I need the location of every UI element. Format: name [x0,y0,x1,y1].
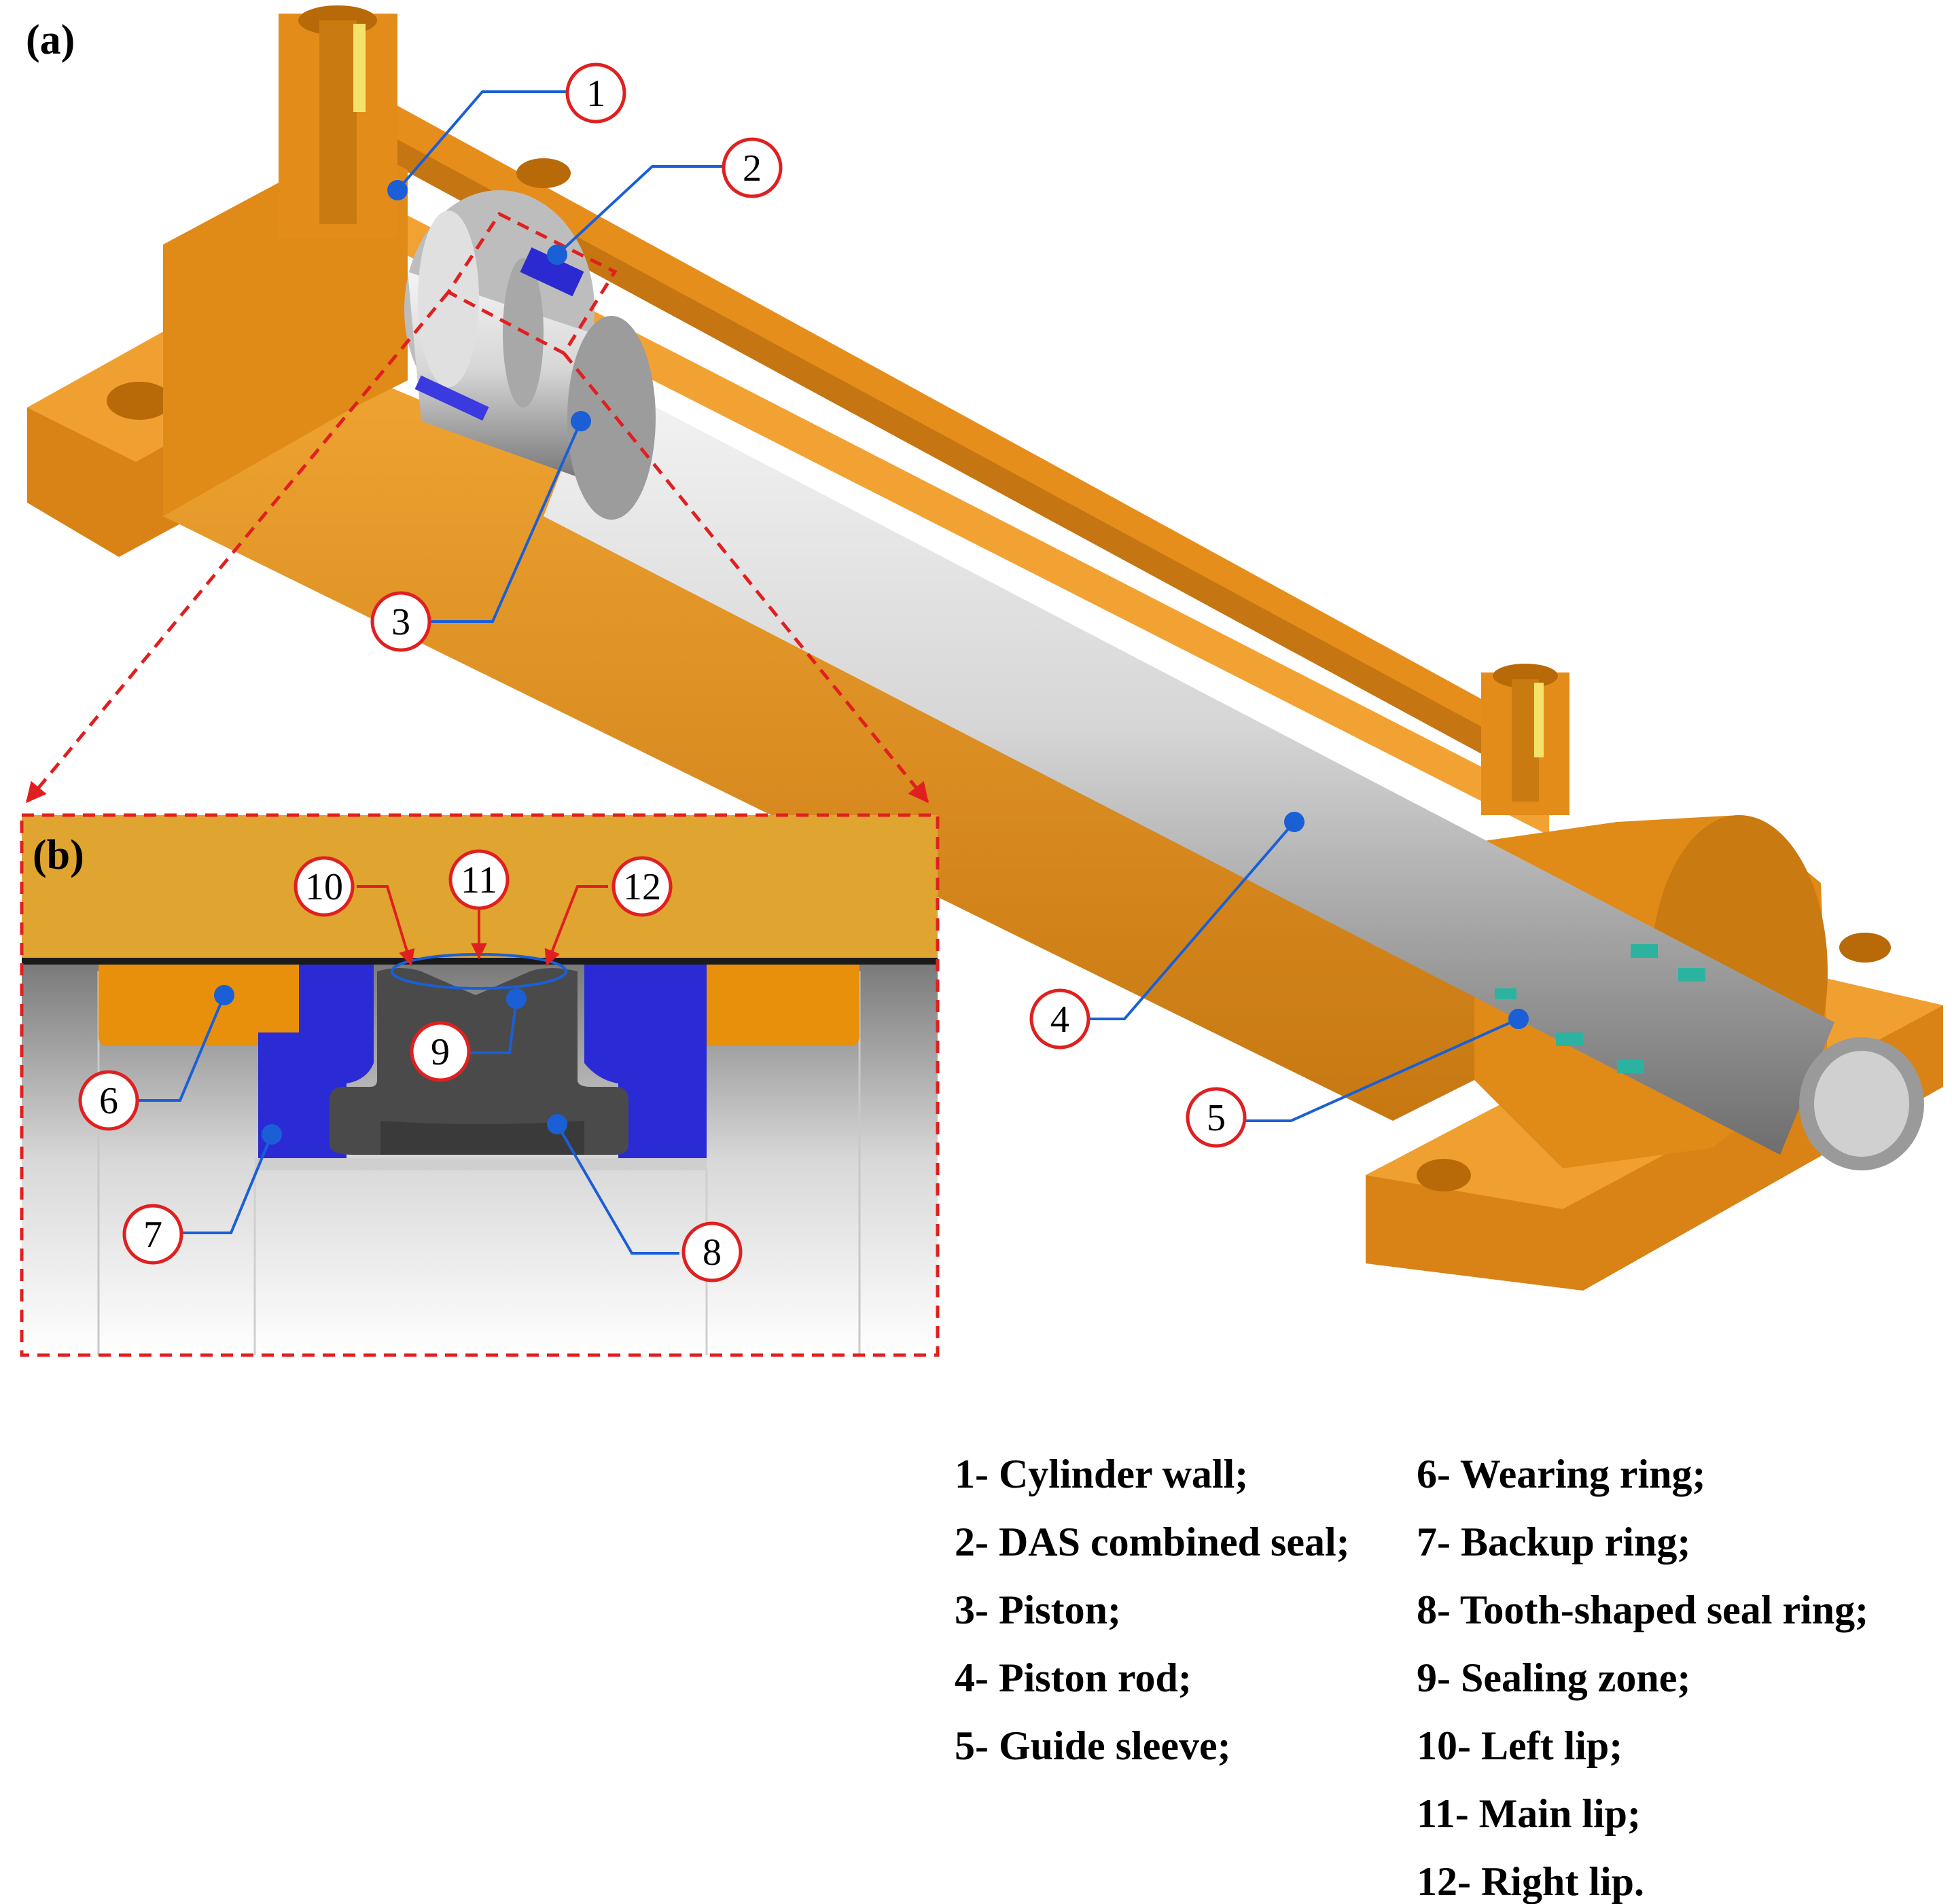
svg-text:12: 12 [623,866,661,908]
legend-item-12: 12- Right lip. [1417,1859,1645,1904]
guide-sleeve-seal-2 [1678,968,1705,982]
zoom-indicator [26,211,929,804]
leader-lines [136,90,1519,1255]
backup-ring [258,965,707,1158]
svg-text:6: 6 [99,1080,118,1122]
legend-item-1: 1- Cylinder wall; [955,1452,1249,1496]
legend-item-6: 6- Wearing ring; [1417,1452,1706,1496]
legend-item-2: 2- DAS combined seal; [955,1520,1350,1564]
zoom-line-left [26,291,450,804]
legend-item-10: 10- Left lip; [1417,1723,1623,1768]
callout-4: 4 [1029,988,1090,1049]
wearing-ring-left [99,965,299,1046]
callout-12: 12 [611,856,673,917]
callout-1: 1 [565,62,626,124]
legend-item-11: 11- Main lip; [1417,1791,1642,1836]
callout-2: 2 [722,137,783,198]
svg-text:3: 3 [391,601,410,643]
left-mount-hole [107,382,172,420]
callout-3: 3 [370,591,431,652]
callout-10: 10 [294,856,355,917]
cylinder-body-lower [163,292,1474,1121]
top-mount-hole [516,158,571,188]
callout-11: 11 [448,849,510,910]
svg-text:8: 8 [703,1232,722,1274]
svg-text:2: 2 [743,147,762,190]
piston-rod-shape [544,377,1834,1155]
guide-sleeve-seal-3 [1556,1032,1583,1046]
svg-text:7: 7 [143,1214,162,1256]
right-mount-hole-1 [1417,1159,1471,1191]
callout-7: 7 [122,1204,183,1265]
zoom-line-right [563,352,929,804]
detail-frame [20,813,940,1357]
wearing-ring-right [659,965,859,1046]
svg-text:4: 4 [1050,999,1069,1041]
diagram-svg: 1 2 3 4 5 6 7 8 9 10 11 12 [20,5,1943,1357]
panel-label-b: (b) [33,832,84,878]
svg-text:5: 5 [1207,1097,1226,1139]
callout-5: 5 [1186,1087,1247,1148]
tooth-seal-ring [330,968,628,1155]
svg-text:11: 11 [461,859,497,901]
right-mount-hole-2 [1839,933,1891,963]
panel-label-a: (a) [26,17,75,63]
svg-text:9: 9 [431,1031,450,1073]
leader-dots [214,180,1529,1145]
callout-circles: 1 2 3 4 5 6 7 8 9 10 11 12 [78,62,1247,1282]
svg-text:1: 1 [586,73,605,115]
cylinder-assembly [27,5,1943,1291]
guide-sleeve-seal-4 [1617,1060,1644,1073]
guide-sleeve-seal-1 [1631,944,1658,958]
callout-9: 9 [410,1021,471,1082]
callout-6: 6 [78,1070,139,1131]
legend-item-9: 9- Sealing zone; [1417,1655,1691,1700]
callout-8: 8 [681,1221,743,1282]
legend-item-4: 4- Piston rod; [955,1655,1192,1700]
legend-item-8: 8- Tooth-shaped seal ring; [1417,1587,1869,1632]
legend-item-7: 7- Backup ring; [1417,1520,1691,1564]
legend-item-5: 5- Guide sleeve; [955,1723,1231,1768]
guide-sleeve-seal-5 [1495,988,1516,999]
diagram-canvas: 1 2 3 4 5 6 7 8 9 10 11 12 (a) (b) 1- Cy… [20,5,1943,1902]
piston-shape [404,190,656,520]
legend-item-3: 3- Piston; [955,1587,1121,1632]
piston-seal-shape [520,247,584,297]
svg-text:10: 10 [305,866,343,908]
